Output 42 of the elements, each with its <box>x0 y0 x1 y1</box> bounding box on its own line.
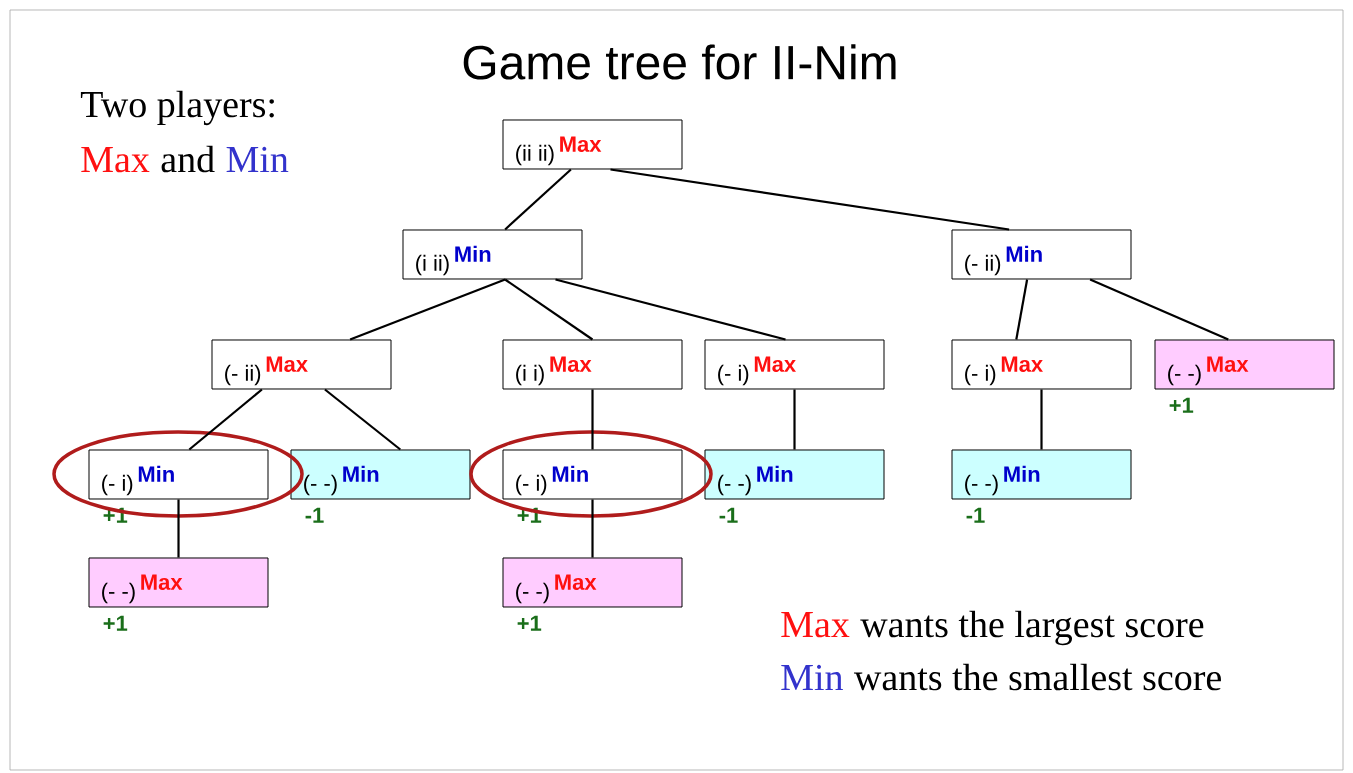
node-label: +1 <box>1169 397 1194 413</box>
tree-line <box>555 278 786 341</box>
tree-line <box>1040 389 1043 450</box>
state-box: (- -) Min -1 <box>290 449 471 523</box>
node-label: -1 <box>719 507 738 523</box>
node-label: +1 <box>103 615 128 631</box>
state-box: (ii ii) Max <box>502 119 683 170</box>
tree-line <box>1015 279 1029 340</box>
state-box: (- -) Min -1 <box>704 449 885 523</box>
tree-line <box>1089 278 1229 341</box>
state-box: (- -) Max +1 <box>502 557 683 631</box>
state-box: (i ii) Min <box>402 229 583 280</box>
legend-text: Min <box>781 664 843 690</box>
state-box: (- -) Max +1 <box>1154 339 1335 413</box>
tree-line <box>504 168 572 231</box>
tree-line <box>793 389 796 450</box>
state-box: (- ii) Max <box>211 339 392 390</box>
state-box: (- -) Min -1 <box>951 449 1132 523</box>
node-label: +1 <box>517 615 542 631</box>
node-label: -1 <box>305 507 324 523</box>
legend-text: and <box>161 145 215 173</box>
legend-text: wants the largest score <box>860 610 1204 646</box>
tree-line <box>610 168 1010 231</box>
state-box: (i i) Max <box>502 339 683 390</box>
state-box: (- ii) Min <box>951 229 1132 280</box>
tree-line <box>324 388 401 451</box>
state-box: (- i) Max <box>951 339 1132 390</box>
legend-text: Max <box>781 612 850 638</box>
state-box: (- -) Max +1 <box>88 557 269 631</box>
node-label: -1 <box>966 507 985 523</box>
tree-line <box>349 278 506 341</box>
tree-line <box>504 278 594 341</box>
legend-text: Min <box>226 146 289 172</box>
tree-line <box>177 499 180 558</box>
state-box: (- i) Max <box>704 339 885 390</box>
tree-line <box>591 499 594 558</box>
legend-text: wants the smallest score <box>854 663 1221 691</box>
tree-line <box>591 389 594 450</box>
tree-line <box>188 388 263 451</box>
legend-text: Max <box>81 147 150 173</box>
title: Game tree for II-Nim <box>463 44 896 80</box>
legend-text: Two players: <box>80 90 274 126</box>
